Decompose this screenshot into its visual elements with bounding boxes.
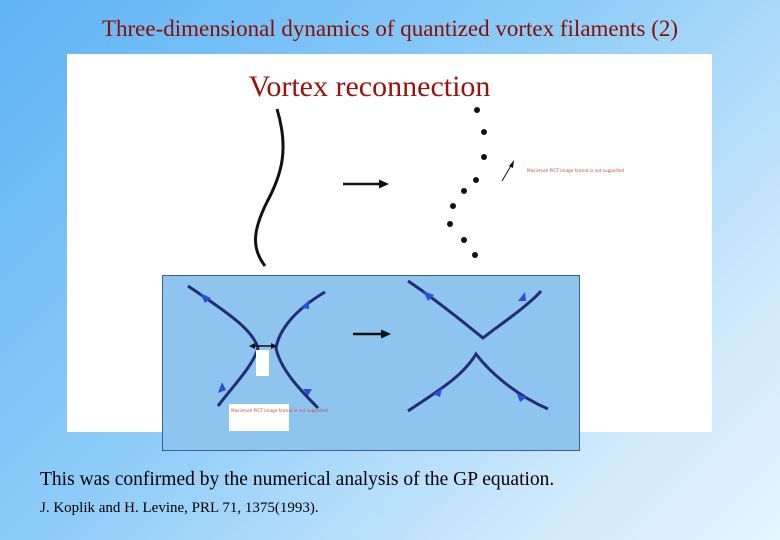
arrowhead: [200, 293, 211, 303]
arrowhead: [518, 292, 526, 301]
pict-placeholder-upper: Macintosh PICT image format is not suppo…: [501, 160, 624, 182]
figure-caption: Vortex reconnection: [248, 70, 491, 103]
transition-arrow-upper: [343, 179, 389, 189]
arrowhead: [303, 389, 312, 396]
svg-text:Macintosh PICT image format is: Macintosh PICT image format is not suppo…: [527, 168, 624, 173]
body-text: This was confirmed by the numerical anal…: [40, 469, 555, 490]
pict-placeholder-small: [256, 350, 269, 376]
reference-citation: J. Koplik and H. Levine, PRL 71, 1375(19…: [40, 500, 319, 516]
arrowhead: [301, 300, 309, 309]
reconnected-filament-dots: [447, 107, 487, 258]
vortex-line-left-top: [187, 284, 260, 407]
reconnection-lower-diagram: Macintosh PICT image format is not suppo…: [187, 279, 549, 431]
vortex-line-reconnected-bottom: [407, 351, 549, 413]
vortex-filament-curve: [254, 108, 285, 267]
vortex-line-reconnected-top: [407, 279, 543, 340]
transition-arrow-lower: [353, 329, 391, 339]
arrowhead: [423, 291, 434, 301]
arrowhead: [218, 382, 226, 393]
vortex-line-right-top: [274, 290, 326, 410]
double-arrow: [249, 343, 277, 349]
reconnection-upper-diagram: Macintosh PICT image format is not suppo…: [254, 107, 624, 267]
arrowhead: [517, 394, 527, 402]
slide-title: Three-dimensional dynamics of quantized …: [101, 16, 679, 41]
arrowhead: [433, 388, 442, 397]
pict-placeholder-lower: Macintosh PICT image format is not suppo…: [229, 404, 328, 431]
lower-panel: Macintosh PICT image format is not suppo…: [162, 275, 580, 451]
svg-text:Macintosh PICT image format is: Macintosh PICT image format is not suppo…: [231, 408, 328, 413]
